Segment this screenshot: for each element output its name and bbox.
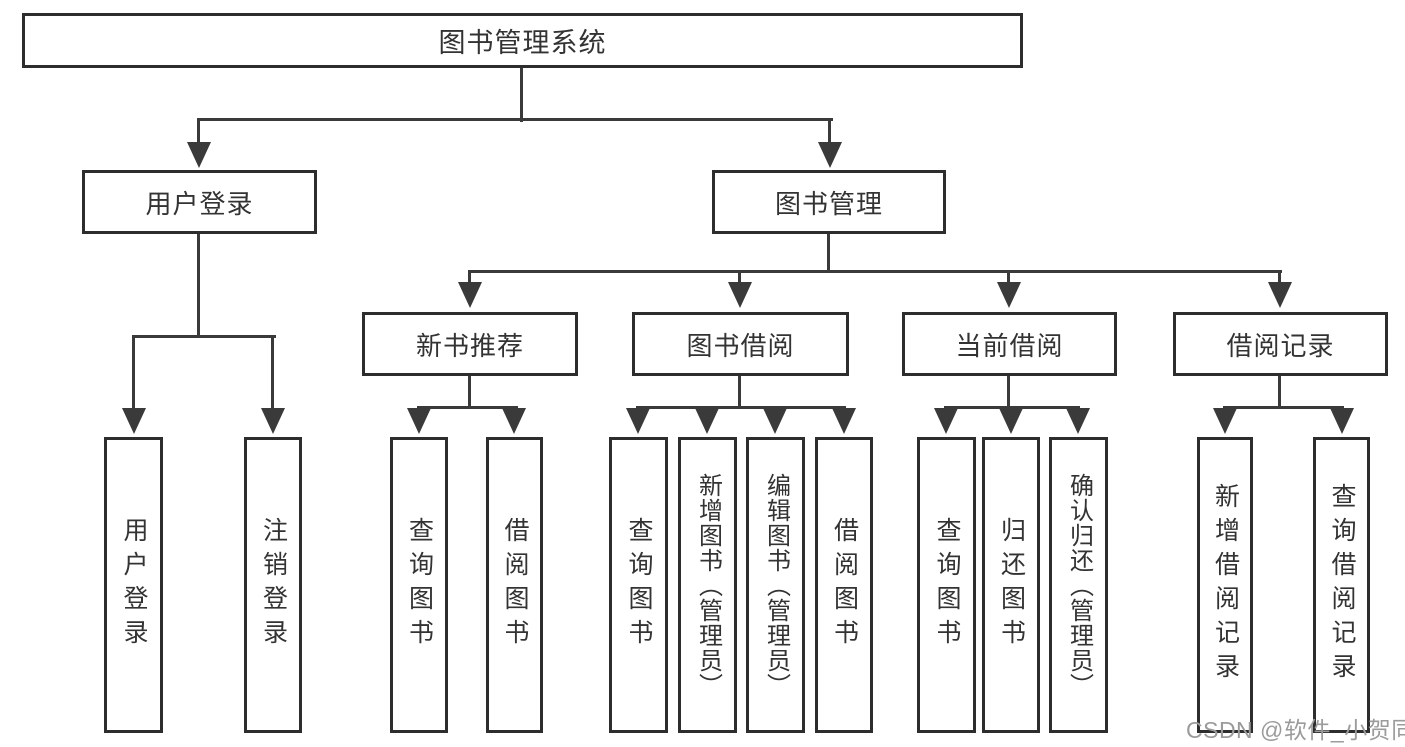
connector-line (197, 118, 833, 121)
arrowhead-down (763, 408, 787, 434)
connector-line (1278, 376, 1281, 409)
node-book-management: 图书管理 (712, 170, 946, 234)
connector-line (944, 406, 1080, 409)
arrowhead-down (1330, 408, 1354, 434)
arrowhead-down (997, 282, 1021, 308)
connector-line (468, 376, 471, 409)
arrowhead-down (695, 408, 719, 434)
arrowhead-down (999, 408, 1023, 434)
leaf-logout-login: 注销登录 (244, 437, 302, 733)
connector-line (197, 234, 200, 338)
connector-line (636, 406, 846, 409)
leaf-query-book-current: 查询图书 (917, 437, 976, 733)
leaf-query-book-borrowing: 查询图书 (609, 437, 668, 733)
arrowhead-down (832, 408, 856, 434)
connector-line (468, 270, 1282, 273)
connector-line (132, 335, 276, 338)
arrowhead-down (458, 282, 482, 308)
connector-line (197, 118, 200, 146)
leaf-query-book-recommend: 查询图书 (390, 437, 448, 733)
connector-line (738, 376, 741, 409)
arrowhead-down (1066, 408, 1090, 434)
arrowhead-down (261, 408, 285, 434)
connector-line (1007, 376, 1010, 409)
arrowhead-down (728, 282, 752, 308)
arrowhead-down (407, 408, 431, 434)
arrowhead-down (122, 408, 146, 434)
connector-line (828, 118, 831, 146)
connector-line (271, 335, 274, 410)
connector-line (1007, 270, 1010, 284)
leaf-return-book: 归还图书 (982, 437, 1040, 733)
leaf-edit-book-admin: 编辑图书（管理员） (746, 437, 805, 733)
connector-line (827, 234, 830, 273)
arrowhead-down (626, 408, 650, 434)
connector-line (738, 270, 741, 284)
node-current-borrowing: 当前借阅 (902, 312, 1117, 376)
node-borrowing-records: 借阅记录 (1173, 312, 1388, 376)
arrowhead-down (934, 408, 958, 434)
connector-line (520, 68, 523, 122)
arrowhead-down (187, 142, 211, 168)
arrowhead-down (1213, 408, 1237, 434)
connector-line (468, 270, 471, 284)
connector-line (132, 335, 135, 410)
arrowhead-down (818, 142, 842, 168)
connector-line (1278, 270, 1281, 284)
leaf-user-login: 用户登录 (104, 437, 163, 733)
connector-line (417, 406, 518, 409)
leaf-query-borrow-record: 查询借阅记录 (1313, 437, 1370, 733)
watermark: CSDN @软件_小贺同学 (1186, 717, 1405, 743)
node-user-login: 用户登录 (82, 170, 317, 234)
leaf-confirm-return-admin: 确认归还（管理员） (1049, 437, 1108, 733)
leaf-add-book-admin: 新增图书（管理员） (678, 437, 737, 733)
arrowhead-down (502, 408, 526, 434)
leaf-borrow-book-borrowing: 借阅图书 (815, 437, 873, 733)
leaf-borrow-book-recommend: 借阅图书 (486, 437, 543, 733)
connector-line (1223, 406, 1344, 409)
node-root: 图书管理系统 (22, 13, 1023, 68)
leaf-add-borrow-record: 新增借阅记录 (1197, 437, 1253, 733)
node-new-book-recommendation: 新书推荐 (362, 312, 578, 376)
node-book-borrowing: 图书借阅 (632, 312, 849, 376)
arrowhead-down (1268, 282, 1292, 308)
